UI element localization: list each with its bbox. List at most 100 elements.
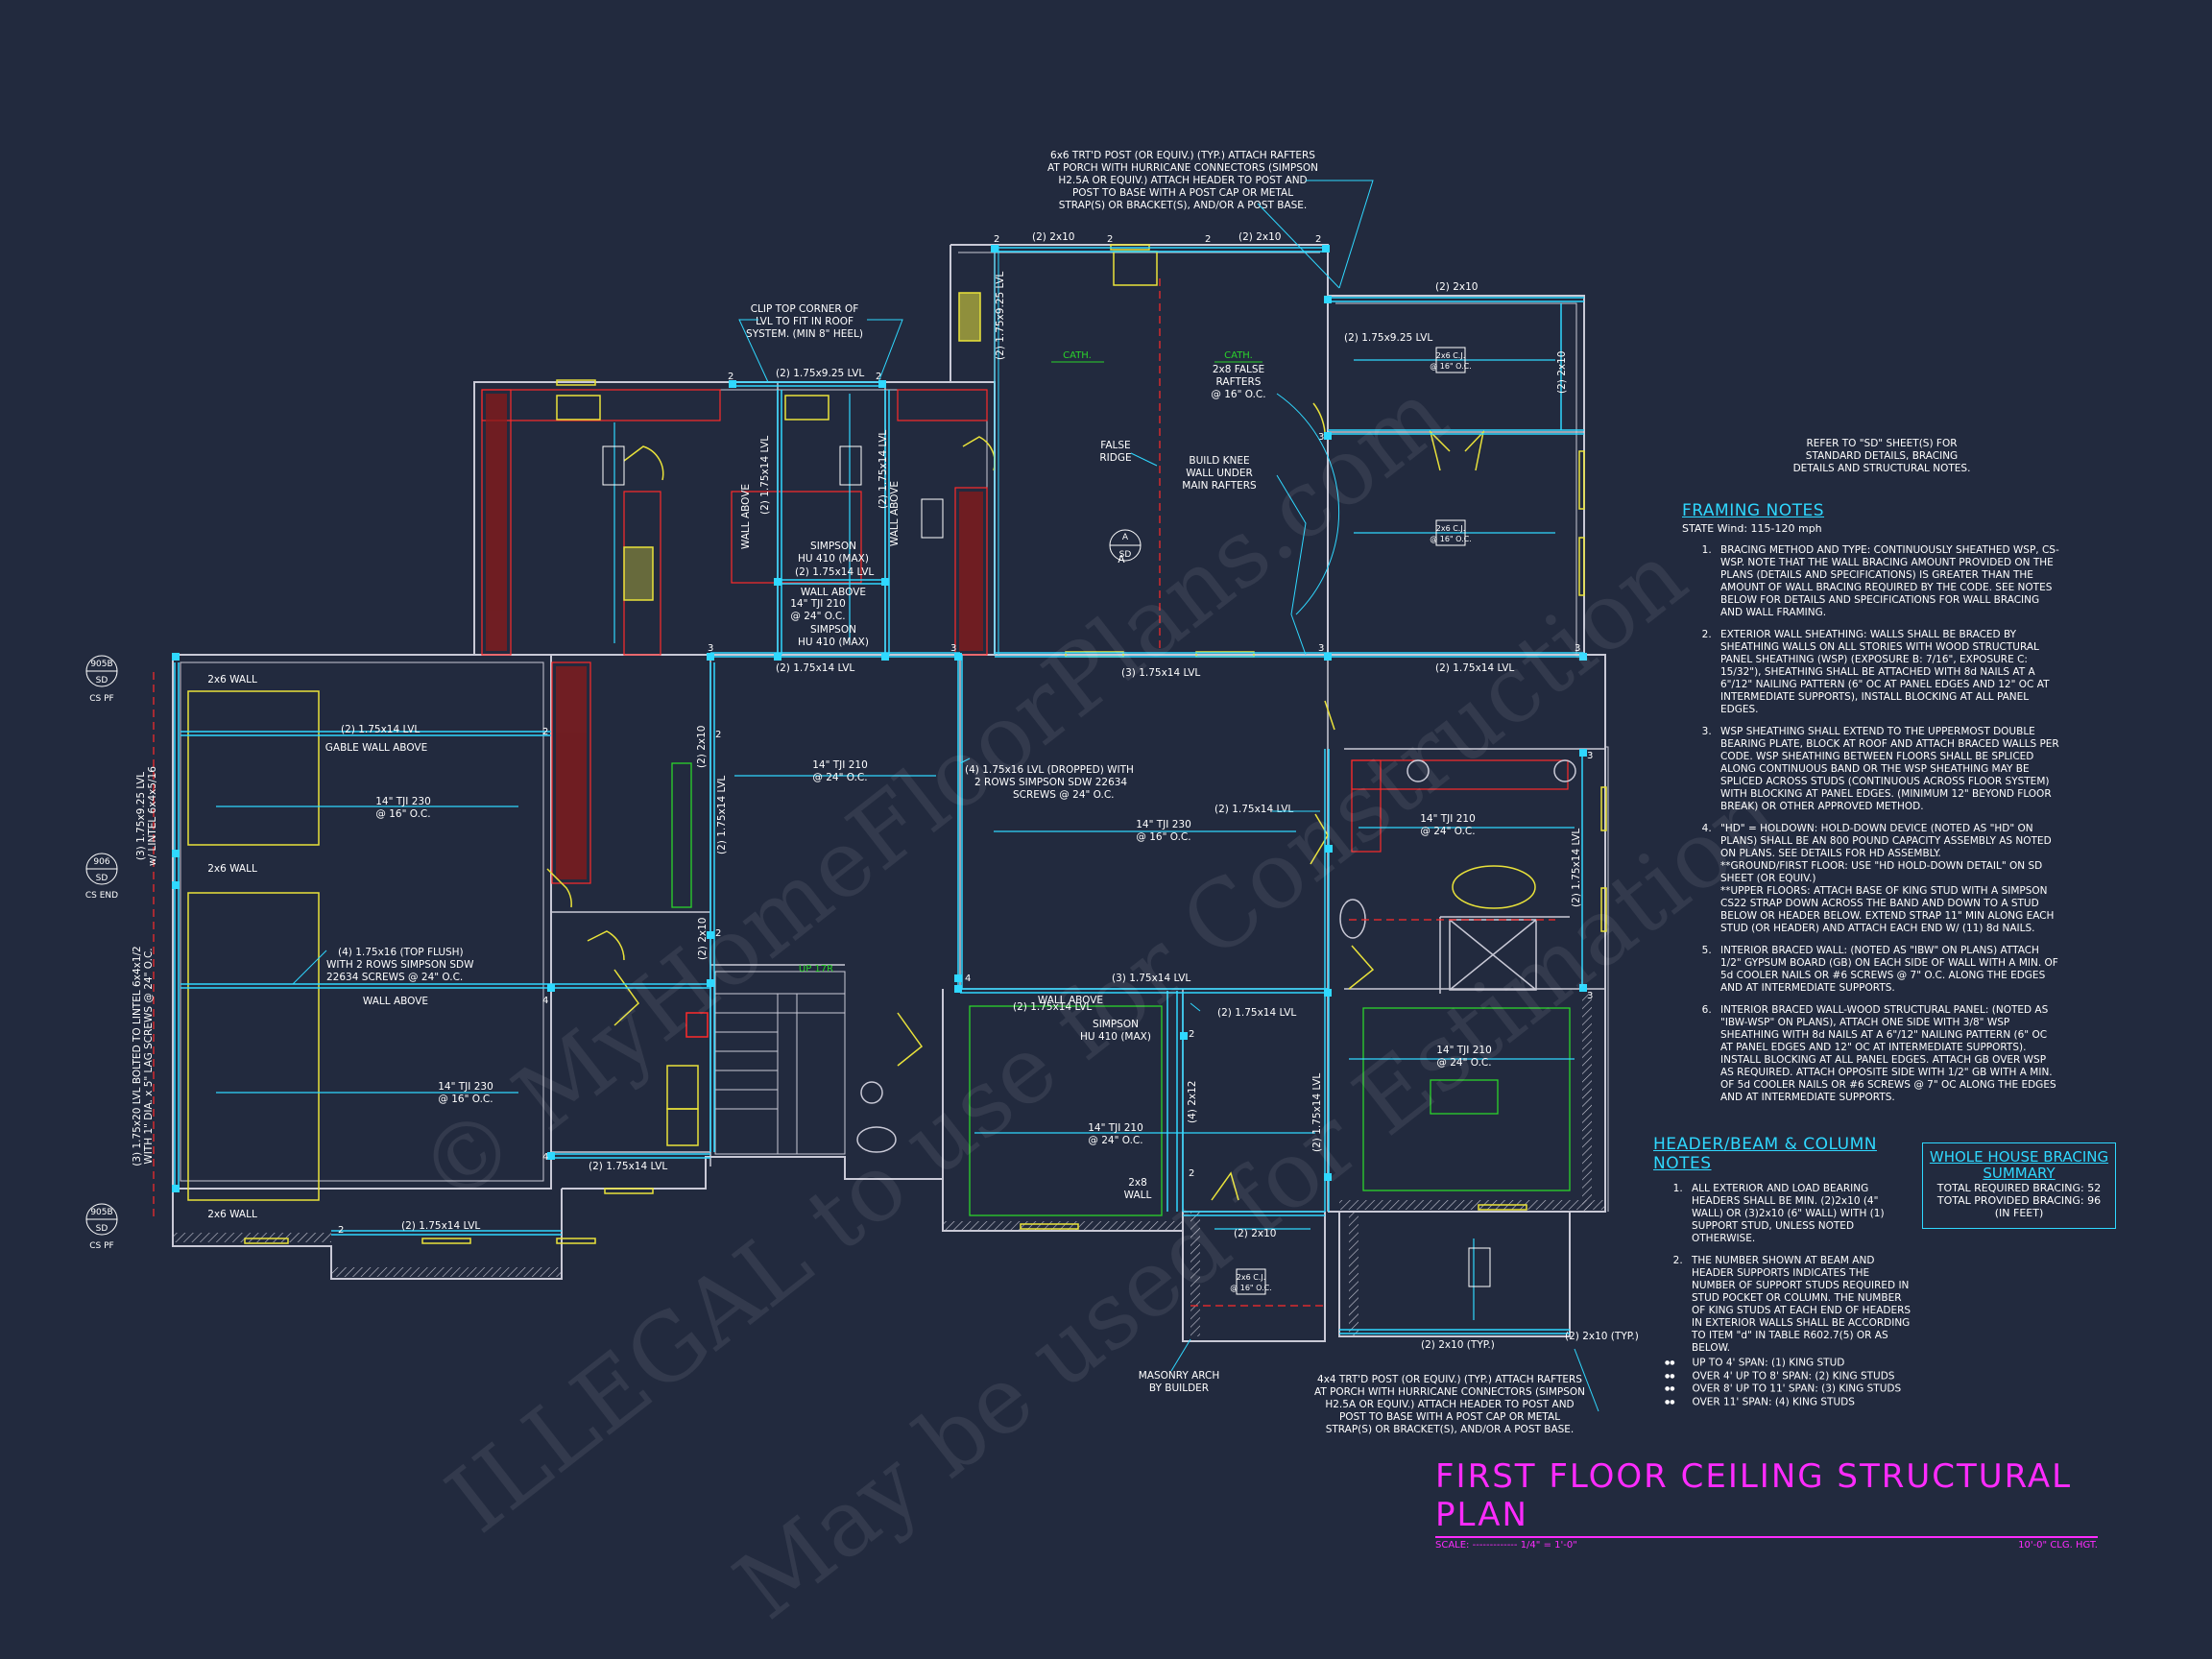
fixtures (187, 244, 1607, 1244)
framing-note-text: "HD" = HOLDOWN: HOLD-DOWN DEVICE (NOTED … (1720, 823, 2052, 859)
stud-count: 2 (1107, 234, 1113, 245)
beam-label: (2) 2x10 (1238, 231, 1281, 243)
state-wind: STATE Wind: 115-120 mph (1682, 522, 1822, 535)
header-note-item: ALL EXTERIOR AND LOAD BEARING HEADERS SH… (1686, 1183, 1912, 1245)
two-by-eight-wall-label: WALL (1124, 1190, 1152, 1201)
dropped-lvl-note: 2 ROWS SIMPSON SDW 22634 (974, 777, 1127, 788)
joist-label: @ 24" O.C. (790, 611, 845, 622)
section-marker-sheet: SD (1119, 550, 1132, 560)
false-ridge-label: FALSE (1100, 440, 1130, 451)
header-note-bullet: OVER 11' SPAN: (4) KING STUDS (1692, 1396, 1912, 1409)
beam-label: (2) 2x10 (TYP.) (1565, 1331, 1639, 1342)
stud-count: 3 (1318, 432, 1324, 443)
stud-count: 3 (708, 643, 713, 654)
detail-tag-label: CS END (85, 891, 118, 901)
joist-label: 14" TJI 230 (375, 796, 431, 807)
beam-label: (2) 2x10 (1032, 231, 1074, 243)
detail-tag-sheet: SD (96, 1224, 108, 1234)
framing-sub-item: **UPPER FLOORS: ATTACH BASE OF KING STUD… (1720, 885, 2055, 934)
joist-label: 14" TJI 230 (1136, 819, 1191, 830)
joist-label: 14" TJI 210 (790, 598, 846, 610)
two-by-eight-wall-label: 2x8 (1128, 1177, 1147, 1189)
framing-note-item: BRACING METHOD AND TYPE: CONTINUOUSLY SH… (1715, 544, 2061, 619)
title-block: FIRST FLOOR CEILING STRUCTURAL PLAN SCAL… (1435, 1457, 2098, 1551)
detail-tags: 905B SD CS PF 906 SD CS END 905B SD CS P… (85, 655, 118, 1251)
wall-above-label: WALL ABOVE (889, 481, 901, 546)
header-note-item: THE NUMBER SHOWN AT BEAM AND HEADER SUPP… (1686, 1255, 1912, 1355)
porch-post-note-line: 4x4 TRT'D POST (OR EQUIV.) (TYP.) ATTACH… (1317, 1374, 1582, 1385)
framing-sub-item: **GROUND/FIRST FLOOR: USE "HD HOLD-DOWN … (1720, 860, 2043, 884)
section-marker: A SD (1109, 529, 1142, 562)
beam-label: (3) 1.75x14 LVL (1112, 973, 1190, 984)
porch-post-note-line: POST TO BASE WITH A POST CAP OR METAL (1339, 1411, 1560, 1423)
detail-tag-label: CS PF (89, 1241, 113, 1251)
clip-top-note-line: SYSTEM. (MIN 8" HEEL) (746, 328, 863, 340)
cj-label: 2x6 C.J. (1436, 351, 1466, 360)
header-notes: HEADER/BEAM & COLUMN NOTES ALL EXTERIOR … (1653, 1135, 1912, 1408)
detail-tag-number: 905B (90, 1208, 112, 1217)
stud-count: 3 (950, 643, 956, 654)
stud-count: 4 (965, 974, 971, 984)
beams (174, 245, 1584, 1334)
joist-label: 14" TJI 210 (1420, 813, 1476, 825)
stud-count: 3 (1575, 643, 1580, 654)
beam-label: (2) 1.75x14 LVL (401, 1220, 480, 1232)
knee-wall-label: WALL UNDER (1186, 468, 1253, 479)
porch-post-note-line: POST TO BASE WITH A POST CAP OR METAL (1072, 187, 1293, 199)
stud-count: 3 (1587, 991, 1593, 1001)
porch-post-note-line: 6x6 TRT'D POST (OR EQUIV.) (TYP.) ATTACH… (1050, 150, 1315, 161)
false-rafters-label: @ 16" O.C. (1211, 389, 1265, 400)
refer-note: REFER TO "SD" SHEET(S) FOR STANDARD DETA… (1792, 438, 1971, 474)
red-dashed-lines (153, 278, 1555, 1307)
kitchen-cabinets (481, 389, 1569, 884)
beam-label: (2) 2x10 (696, 726, 708, 768)
cj-label: 2x6 C.J. (1436, 524, 1466, 533)
cath-label: CATH. (1224, 350, 1253, 361)
framing-note-item: EXTERIOR WALL SHEATHING: WALLS SHALL BE … (1715, 629, 2061, 716)
simpson-label: HU 410 (MAX) (798, 553, 869, 565)
beam-label: (2) 1.75x9.25 LVL (1344, 332, 1432, 344)
lintel-note: w/ LINTEL 6x4x5/16 (147, 766, 158, 866)
joist-label: @ 16" O.C. (375, 808, 430, 820)
beam-label: (2) 1.75x14 LVL (776, 662, 854, 674)
framing-note-item: INTERIOR BRACED WALL: (NOTED AS "IBW" ON… (1715, 945, 2061, 995)
cj-label: @ 16" O.C. (1430, 362, 1472, 371)
porch-post-note-line: H2.5A OR EQUIV.) ATTACH HEADER TO POST A… (1058, 175, 1307, 186)
scale-row: SCALE: ------------- 1/4" = 1'-0" 10'-0"… (1435, 1540, 2098, 1551)
clip-top-note-line: CLIP TOP CORNER OF (751, 303, 859, 315)
stair-up-label: UP 17R (799, 964, 833, 974)
stud-count: 2 (1189, 1029, 1194, 1040)
cabinet-fill (486, 394, 983, 879)
leader-lines (292, 180, 1599, 1412)
beam-label: (2) 2x10 (697, 918, 709, 960)
bracing-summary-box: WHOLE HOUSE BRACING SUMMARY TOTAL REQUIR… (1922, 1142, 2116, 1229)
top-flush-note: 22634 SCREWS @ 24" O.C. (326, 972, 463, 983)
stud-count: 2 (1205, 234, 1211, 245)
stud-count-numbers: 2 2 2 2 2 2 3 3 3 3 3 4 4 4 2 2 2 2 2 2 … (338, 234, 1593, 1236)
framing-notes: FRAMING NOTES STATE Wind: 115-120 mph BR… (1682, 501, 2061, 1114)
cath-label: CATH. (1063, 350, 1092, 361)
stud-count: 4 (542, 996, 548, 1006)
beam-label: (2) 1.75x14 LVL (1217, 1007, 1296, 1019)
beam-label: (2) 1.75x14 LVL (589, 1161, 667, 1172)
beam-label: (3) 1.75x14 LVL (1121, 667, 1200, 679)
plan-labels: (2) 2x10 (2) 2x10 (2) 1.75x9.25 LVL (2) … (341, 231, 1639, 1351)
top-flush-note: (4) 1.75x16 (TOP FLUSH) (338, 947, 464, 958)
joist-label: @ 24" O.C. (1088, 1135, 1142, 1146)
stud-count: 3 (1318, 643, 1324, 654)
stud-count: 4 (542, 1152, 548, 1163)
framing-notes-heading: FRAMING NOTES (1682, 501, 1825, 520)
simpson-label: SIMPSON (810, 624, 856, 636)
stud-count: 2 (1315, 234, 1321, 245)
stud-count: 2 (542, 727, 548, 737)
false-rafters-label: 2x8 FALSE (1213, 364, 1264, 375)
beam-label: (2) 1.75x14 LVL (716, 776, 728, 854)
lintel-note: WITH 1" DIA. x 5" LAG SCREWS @ 24" O.C. (143, 948, 155, 1164)
doors (546, 402, 1485, 1201)
title-underline (1435, 1536, 2098, 1538)
lintel-note: (3) 1.75x9.25 LVL (135, 772, 147, 860)
green-labels: CATH. CATH. UP 17R (799, 350, 1253, 974)
beam-label: (2) 1.75x14 LVL (1571, 829, 1582, 907)
wall-hatching (173, 994, 1605, 1336)
